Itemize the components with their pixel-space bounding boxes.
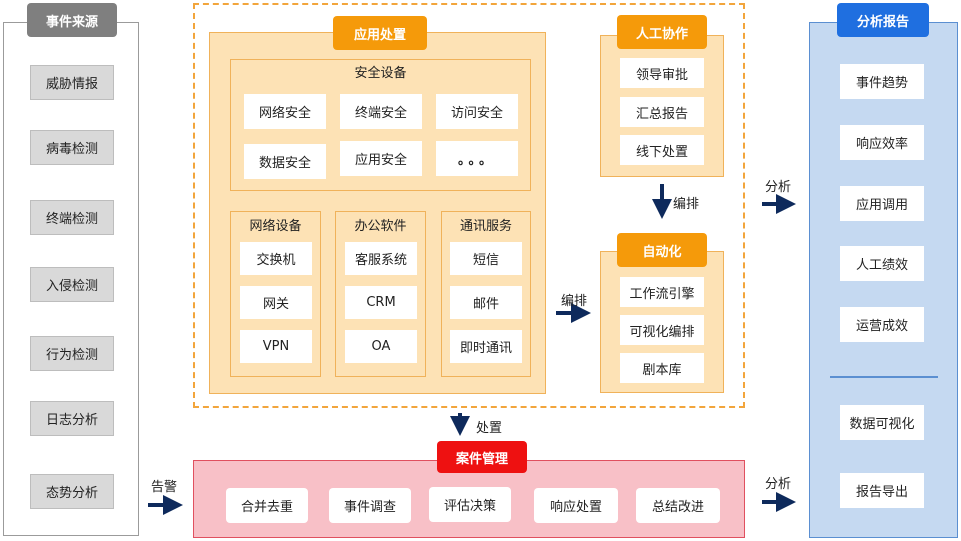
label-alarm: 告警 bbox=[151, 480, 178, 495]
app-header: 应用处置 bbox=[333, 16, 427, 50]
analysis-header: 分析报告 bbox=[837, 3, 929, 37]
security-item[interactable]: 网络安全 bbox=[244, 94, 326, 129]
source-item[interactable]: 入侵检测 bbox=[30, 267, 114, 302]
security-item-more[interactable]: 。。。 bbox=[436, 141, 518, 176]
case-header: 案件管理 bbox=[437, 441, 527, 473]
analysis-item[interactable]: 运营成效 bbox=[840, 307, 924, 342]
label-analyze-bottom: 分析 bbox=[765, 477, 792, 492]
analysis-divider bbox=[830, 376, 938, 378]
network-item[interactable]: 交换机 bbox=[240, 242, 312, 275]
case-item[interactable]: 事件调查 bbox=[329, 488, 411, 523]
source-header: 事件来源 bbox=[27, 3, 117, 37]
comm-item[interactable]: 短信 bbox=[450, 242, 522, 275]
office-item[interactable]: OA bbox=[345, 330, 417, 363]
security-item[interactable]: 应用安全 bbox=[340, 141, 422, 176]
analysis-item[interactable]: 响应效率 bbox=[840, 125, 924, 160]
source-panel bbox=[3, 22, 139, 536]
analysis-item[interactable]: 应用调用 bbox=[840, 186, 924, 221]
label-analyze-top: 分析 bbox=[765, 180, 792, 195]
analysis-item[interactable]: 报告导出 bbox=[840, 473, 924, 508]
source-item[interactable]: 态势分析 bbox=[30, 474, 114, 509]
orchestration-frame bbox=[193, 3, 745, 408]
analysis-item[interactable]: 人工绩效 bbox=[840, 246, 924, 281]
case-item[interactable]: 响应处置 bbox=[534, 488, 618, 523]
comm-item[interactable]: 邮件 bbox=[450, 286, 522, 319]
label-dispose: 处置 bbox=[476, 421, 503, 436]
source-item[interactable]: 病毒检测 bbox=[30, 130, 114, 165]
comm-item[interactable]: 即时通讯 bbox=[450, 330, 522, 363]
human-item[interactable]: 线下处置 bbox=[620, 135, 704, 165]
network-item[interactable]: VPN bbox=[240, 330, 312, 363]
analysis-item[interactable]: 事件趋势 bbox=[840, 64, 924, 99]
network-title: 网络设备 bbox=[249, 218, 302, 234]
human-item[interactable]: 汇总报告 bbox=[620, 97, 704, 127]
comm-title: 通讯服务 bbox=[459, 218, 512, 234]
security-item[interactable]: 数据安全 bbox=[244, 144, 326, 179]
source-item[interactable]: 行为检测 bbox=[30, 336, 114, 371]
case-item[interactable]: 评估决策 bbox=[429, 487, 511, 522]
security-item[interactable]: 访问安全 bbox=[436, 94, 518, 129]
source-item[interactable]: 威胁情报 bbox=[30, 65, 114, 100]
network-item[interactable]: 网关 bbox=[240, 286, 312, 319]
case-item[interactable]: 合并去重 bbox=[226, 488, 308, 523]
office-item[interactable]: 客服系统 bbox=[345, 242, 417, 275]
auto-item[interactable]: 可视化编排 bbox=[620, 315, 704, 345]
source-item[interactable]: 终端检测 bbox=[30, 200, 114, 235]
office-item[interactable]: CRM bbox=[345, 286, 417, 319]
office-title: 办公软件 bbox=[354, 218, 407, 234]
auto-item[interactable]: 工作流引擎 bbox=[620, 277, 704, 307]
analysis-item[interactable]: 数据可视化 bbox=[840, 405, 924, 440]
auto-header: 自动化 bbox=[617, 233, 707, 267]
case-item[interactable]: 总结改进 bbox=[636, 488, 720, 523]
label-orchestrate-down: 编排 bbox=[673, 197, 700, 212]
auto-item[interactable]: 剧本库 bbox=[620, 353, 704, 383]
security-title: 安全设备 bbox=[354, 65, 407, 81]
source-item[interactable]: 日志分析 bbox=[30, 401, 114, 436]
label-orchestrate-left: 编排 bbox=[561, 294, 588, 309]
human-item[interactable]: 领导审批 bbox=[620, 58, 704, 88]
human-header: 人工协作 bbox=[617, 15, 707, 49]
security-item[interactable]: 终端安全 bbox=[340, 94, 422, 129]
